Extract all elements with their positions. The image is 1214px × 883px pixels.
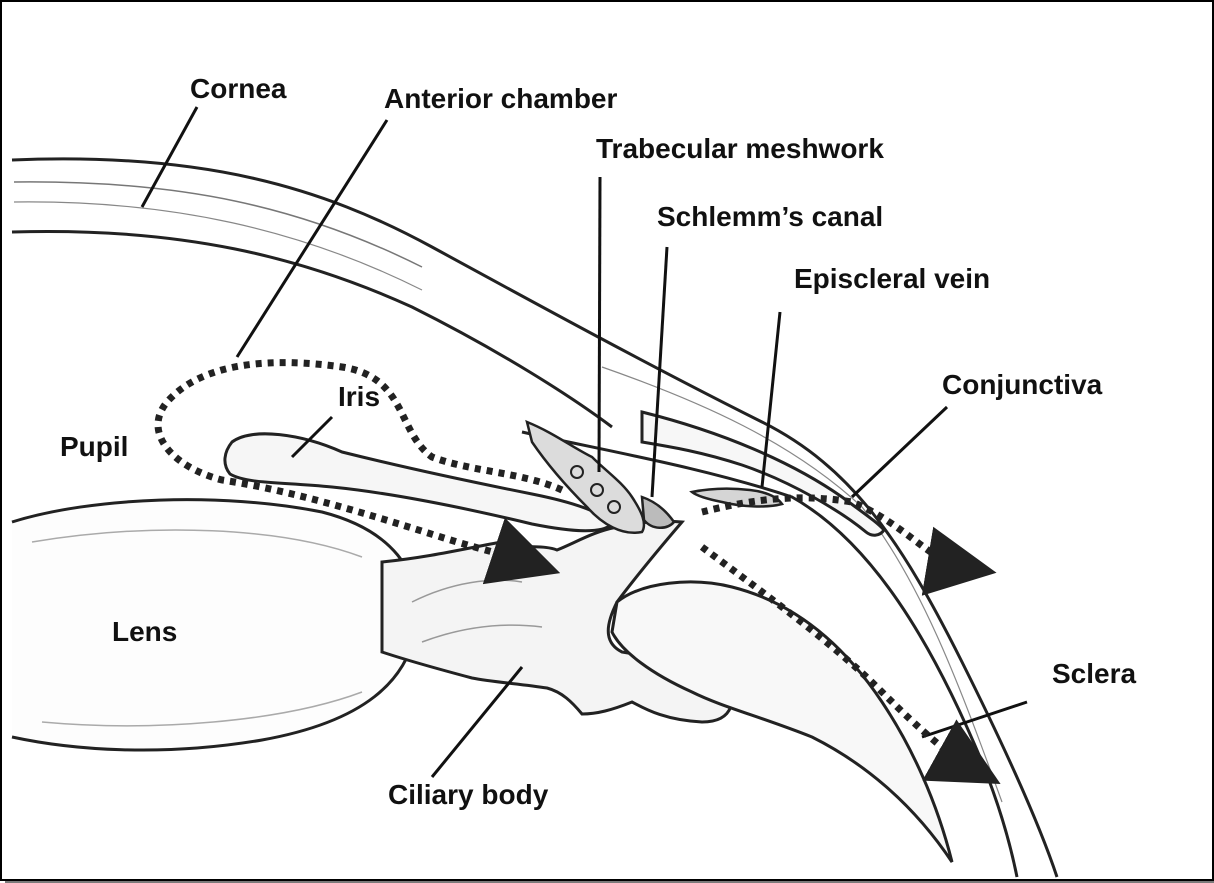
lens-label: Lens [112,617,177,647]
episcleral-vein-shape [692,489,782,507]
episcleral-vein-label: Episcleral vein [794,264,990,294]
cornea-label: Cornea [190,74,286,104]
schlemms-canal-shape [642,497,674,528]
ciliary-body-label: Ciliary body [388,780,548,810]
anterior-chamber-label: Anterior chamber [384,84,617,114]
sclera-label: Sclera [1052,659,1136,689]
sclera-inner-body [612,582,952,862]
schlemms-canal-label: Schlemm’s canal [657,202,883,232]
trabecular-meshwork-label: Trabecular meshwork [596,134,884,164]
pupil-label: Pupil [60,432,128,462]
iris-label: Iris [338,382,380,412]
conjunctiva-label: Conjunctiva [942,370,1102,400]
lens-shape [12,500,418,750]
